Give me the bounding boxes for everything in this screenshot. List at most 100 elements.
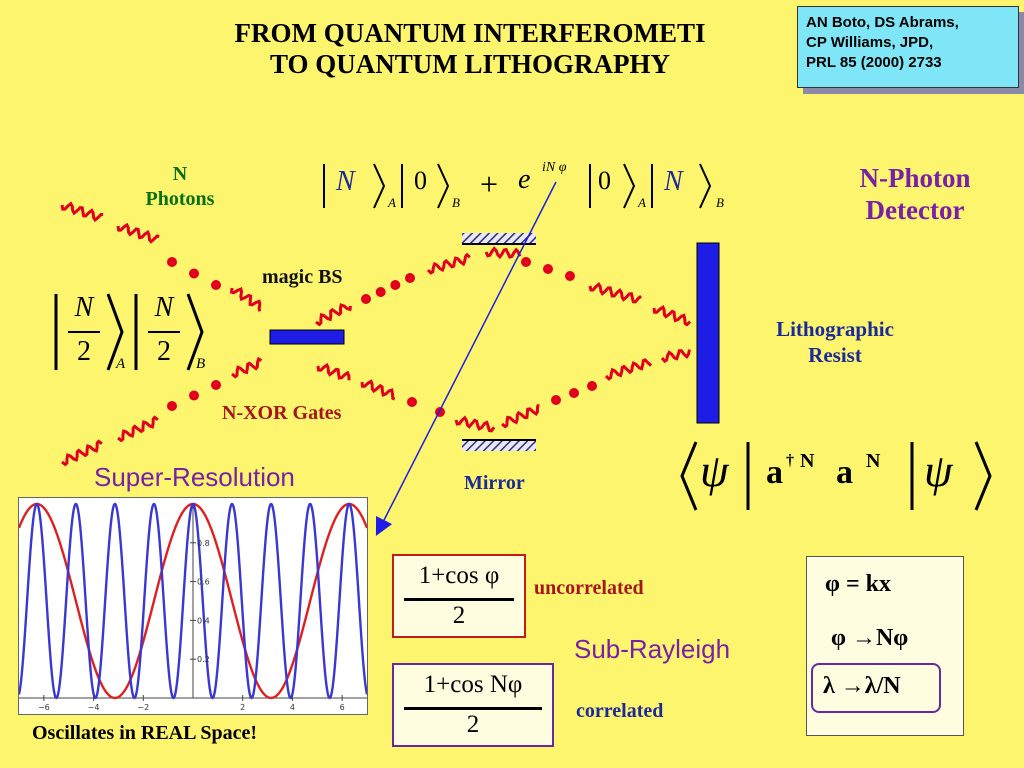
noon-zero-a: 0 — [598, 166, 611, 195]
power-n-2: N — [866, 450, 881, 472]
resist-line-2: Resist — [808, 343, 862, 367]
photon-dot — [211, 280, 221, 290]
y-tick-label: 0.6 — [197, 578, 210, 587]
slide-title: FROM QUANTUM INTERFEROMETI TO QUANTUM LI… — [120, 18, 820, 80]
oscillates-label: Oscillates in REAL Space! — [32, 722, 258, 744]
psi-ket: ψ — [924, 445, 953, 496]
photon-dot — [543, 264, 553, 274]
n-photons-label: N Photons — [120, 162, 240, 212]
photon-dot — [569, 388, 579, 398]
detector-line-2: Detector — [865, 195, 965, 225]
photon-dot — [565, 271, 575, 281]
photon-dot — [587, 381, 597, 391]
input-sub-b: B — [196, 356, 206, 372]
photon-wave — [454, 415, 496, 433]
noon-sub-a-1: A — [388, 195, 396, 210]
relation-3: λ →λ/N — [823, 673, 901, 699]
sub-rayleigh-label: Sub-Rayleigh — [574, 634, 731, 664]
title-line-1: FROM QUANTUM INTERFEROMETI — [234, 18, 706, 48]
noon-state: N A 0 B + e iN φ 0 A N B — [318, 160, 748, 220]
noon-sub-b-2: B — [716, 195, 724, 210]
mirror-label: Mirror — [464, 472, 525, 494]
reference-box: AN Boto, DS Abrams, CP Williams, JPD, PR… — [797, 6, 1019, 88]
psi-bra: ψ — [700, 445, 729, 496]
noon-plus: + — [480, 166, 499, 202]
resist-line-1: Lithographic — [776, 317, 894, 341]
correlated-formula: 1+cos Nφ 2 — [392, 663, 554, 747]
photon-wave — [604, 358, 653, 381]
photon-wave — [60, 201, 104, 223]
input-top-b: N — [154, 292, 174, 323]
magic-bs-label: magic BS — [262, 266, 343, 288]
correlated-fraction-bar — [404, 707, 542, 710]
photon-dot — [390, 280, 401, 290]
expectation-value: ψ a † N a N ψ — [676, 436, 1016, 516]
photon-wave — [231, 356, 263, 379]
photon-wave — [652, 304, 692, 327]
photon-dot — [361, 294, 371, 304]
photon-dot — [167, 401, 177, 411]
noon-sub-b-1: B — [452, 195, 460, 210]
photon-wave — [316, 362, 351, 381]
photon-wave — [484, 246, 522, 260]
relation-3-highlight — [811, 663, 941, 713]
mirror-bottom — [462, 439, 536, 451]
y-tick-label: 0.8 — [197, 539, 210, 548]
correlated-numerator: 1+cos Nφ — [423, 671, 523, 698]
correlated-label: correlated — [576, 700, 664, 722]
input-state-brackets — [54, 293, 204, 371]
n-photons-line-1: N — [172, 163, 188, 185]
photon-wave — [116, 222, 160, 244]
noon-sub-a-2: A — [638, 195, 646, 210]
uncorrelated-label: uncorrelated — [534, 577, 644, 599]
n-photons-line-2: Photons — [145, 188, 215, 210]
x-tick-label: −4 — [88, 703, 100, 712]
dagger-symbol: † — [786, 452, 794, 469]
x-tick-label: 2 — [240, 703, 245, 712]
photon-dot — [407, 397, 417, 407]
photon-paths — [60, 201, 692, 467]
relation-2: φ →Nφ — [831, 625, 909, 651]
uncorrelated-fraction-bar — [404, 598, 514, 601]
uncorrelated-denominator: 2 — [452, 602, 466, 629]
photon-dot — [375, 287, 386, 297]
y-tick-label: 0.2 — [197, 655, 210, 664]
photon-dot — [521, 257, 531, 267]
annihilation-operator: a — [836, 454, 853, 491]
photon-dot — [167, 257, 177, 267]
series-curve-2 — [17, 502, 369, 700]
noon-exponent: iN φ — [542, 160, 567, 175]
photon-wave — [360, 379, 396, 401]
reference-line-1: AN Boto, DS Abrams, — [806, 14, 959, 31]
noon-exp-base: e — [518, 164, 531, 195]
noon-zero-b: 0 — [414, 166, 427, 195]
photon-wave — [229, 287, 262, 312]
reference-line-3: PRL 85 (2000) 2733 — [806, 54, 942, 71]
input-state: N 2 A N 2 B — [52, 290, 222, 380]
detector-line-1: N-Photon — [859, 163, 971, 193]
input-bottom-a: 2 — [77, 336, 91, 367]
nxor-gates-label: N-XOR Gates — [222, 402, 342, 424]
expectation-brackets — [680, 441, 992, 511]
photon-wave — [315, 303, 352, 327]
noon-brackets — [323, 163, 712, 209]
x-tick-label: 4 — [290, 703, 295, 712]
x-tick-label: 6 — [340, 703, 345, 712]
photon-wave — [660, 349, 691, 364]
correlated-denominator: 2 — [466, 711, 480, 738]
detector-bar — [696, 242, 720, 424]
x-tick-label: −6 — [38, 703, 50, 712]
photon-dot — [405, 273, 415, 283]
detector-label: N-Photon Detector — [820, 162, 1010, 226]
photon-dot — [211, 380, 221, 390]
input-bottom-b: 2 — [157, 336, 171, 367]
input-sub-a: A — [116, 356, 126, 372]
photon-dot — [551, 395, 561, 405]
uncorrelated-formula: 1+cos φ 2 — [392, 554, 526, 638]
photon-wave — [117, 415, 159, 443]
photon-dot — [189, 268, 199, 279]
input-top-a: N — [74, 292, 94, 323]
